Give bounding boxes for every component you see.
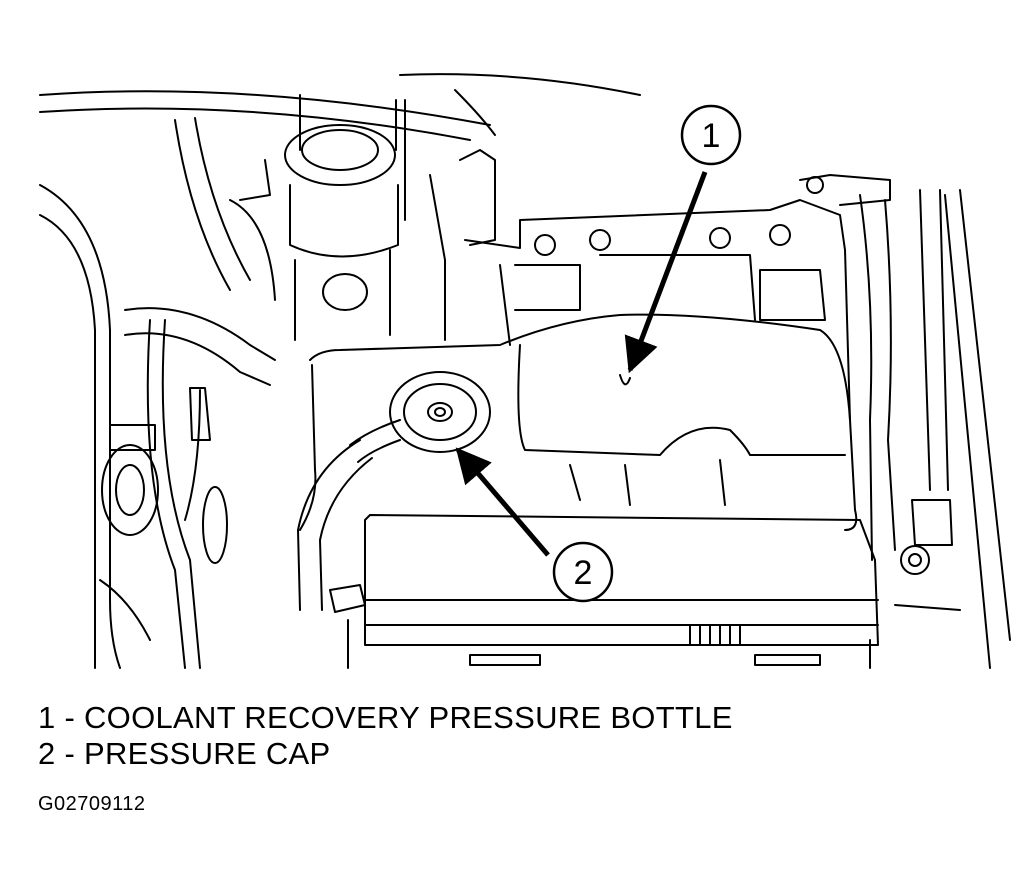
callout-2: 2 [552, 541, 614, 603]
right-side-wiring [859, 189, 1011, 669]
coolant-hose [297, 439, 373, 613]
legend-item-1: 1 - COOLANT RECOVERY PRESSURE BOTTLE [38, 700, 733, 735]
callout-arrows [455, 171, 708, 557]
figure-id: G02709112 [38, 793, 146, 815]
engine-bay-illustration: 1 2 [39, 73, 1011, 669]
brake-fluid-reservoir [284, 94, 406, 341]
left-fender [39, 184, 121, 669]
pressure-cap [349, 371, 491, 463]
callout-1-leader [624, 171, 708, 374]
legend-item-2: 2 - PRESSURE CAP [38, 736, 331, 771]
callout-2-number: 2 [574, 554, 593, 592]
legend: 1 - COOLANT RECOVERY PRESSURE BOTTLE 2 -… [38, 700, 733, 772]
air-cleaner-housing [429, 149, 891, 421]
hood-edge-lines [39, 73, 641, 141]
power-distribution-box [347, 514, 879, 669]
left-components [99, 424, 228, 641]
callout-2-leader [455, 447, 550, 557]
callout-1-number: 1 [702, 117, 721, 155]
callout-1: 1 [680, 104, 742, 166]
coolant-recovery-bottle [299, 313, 858, 531]
left-hoses [124, 117, 276, 669]
